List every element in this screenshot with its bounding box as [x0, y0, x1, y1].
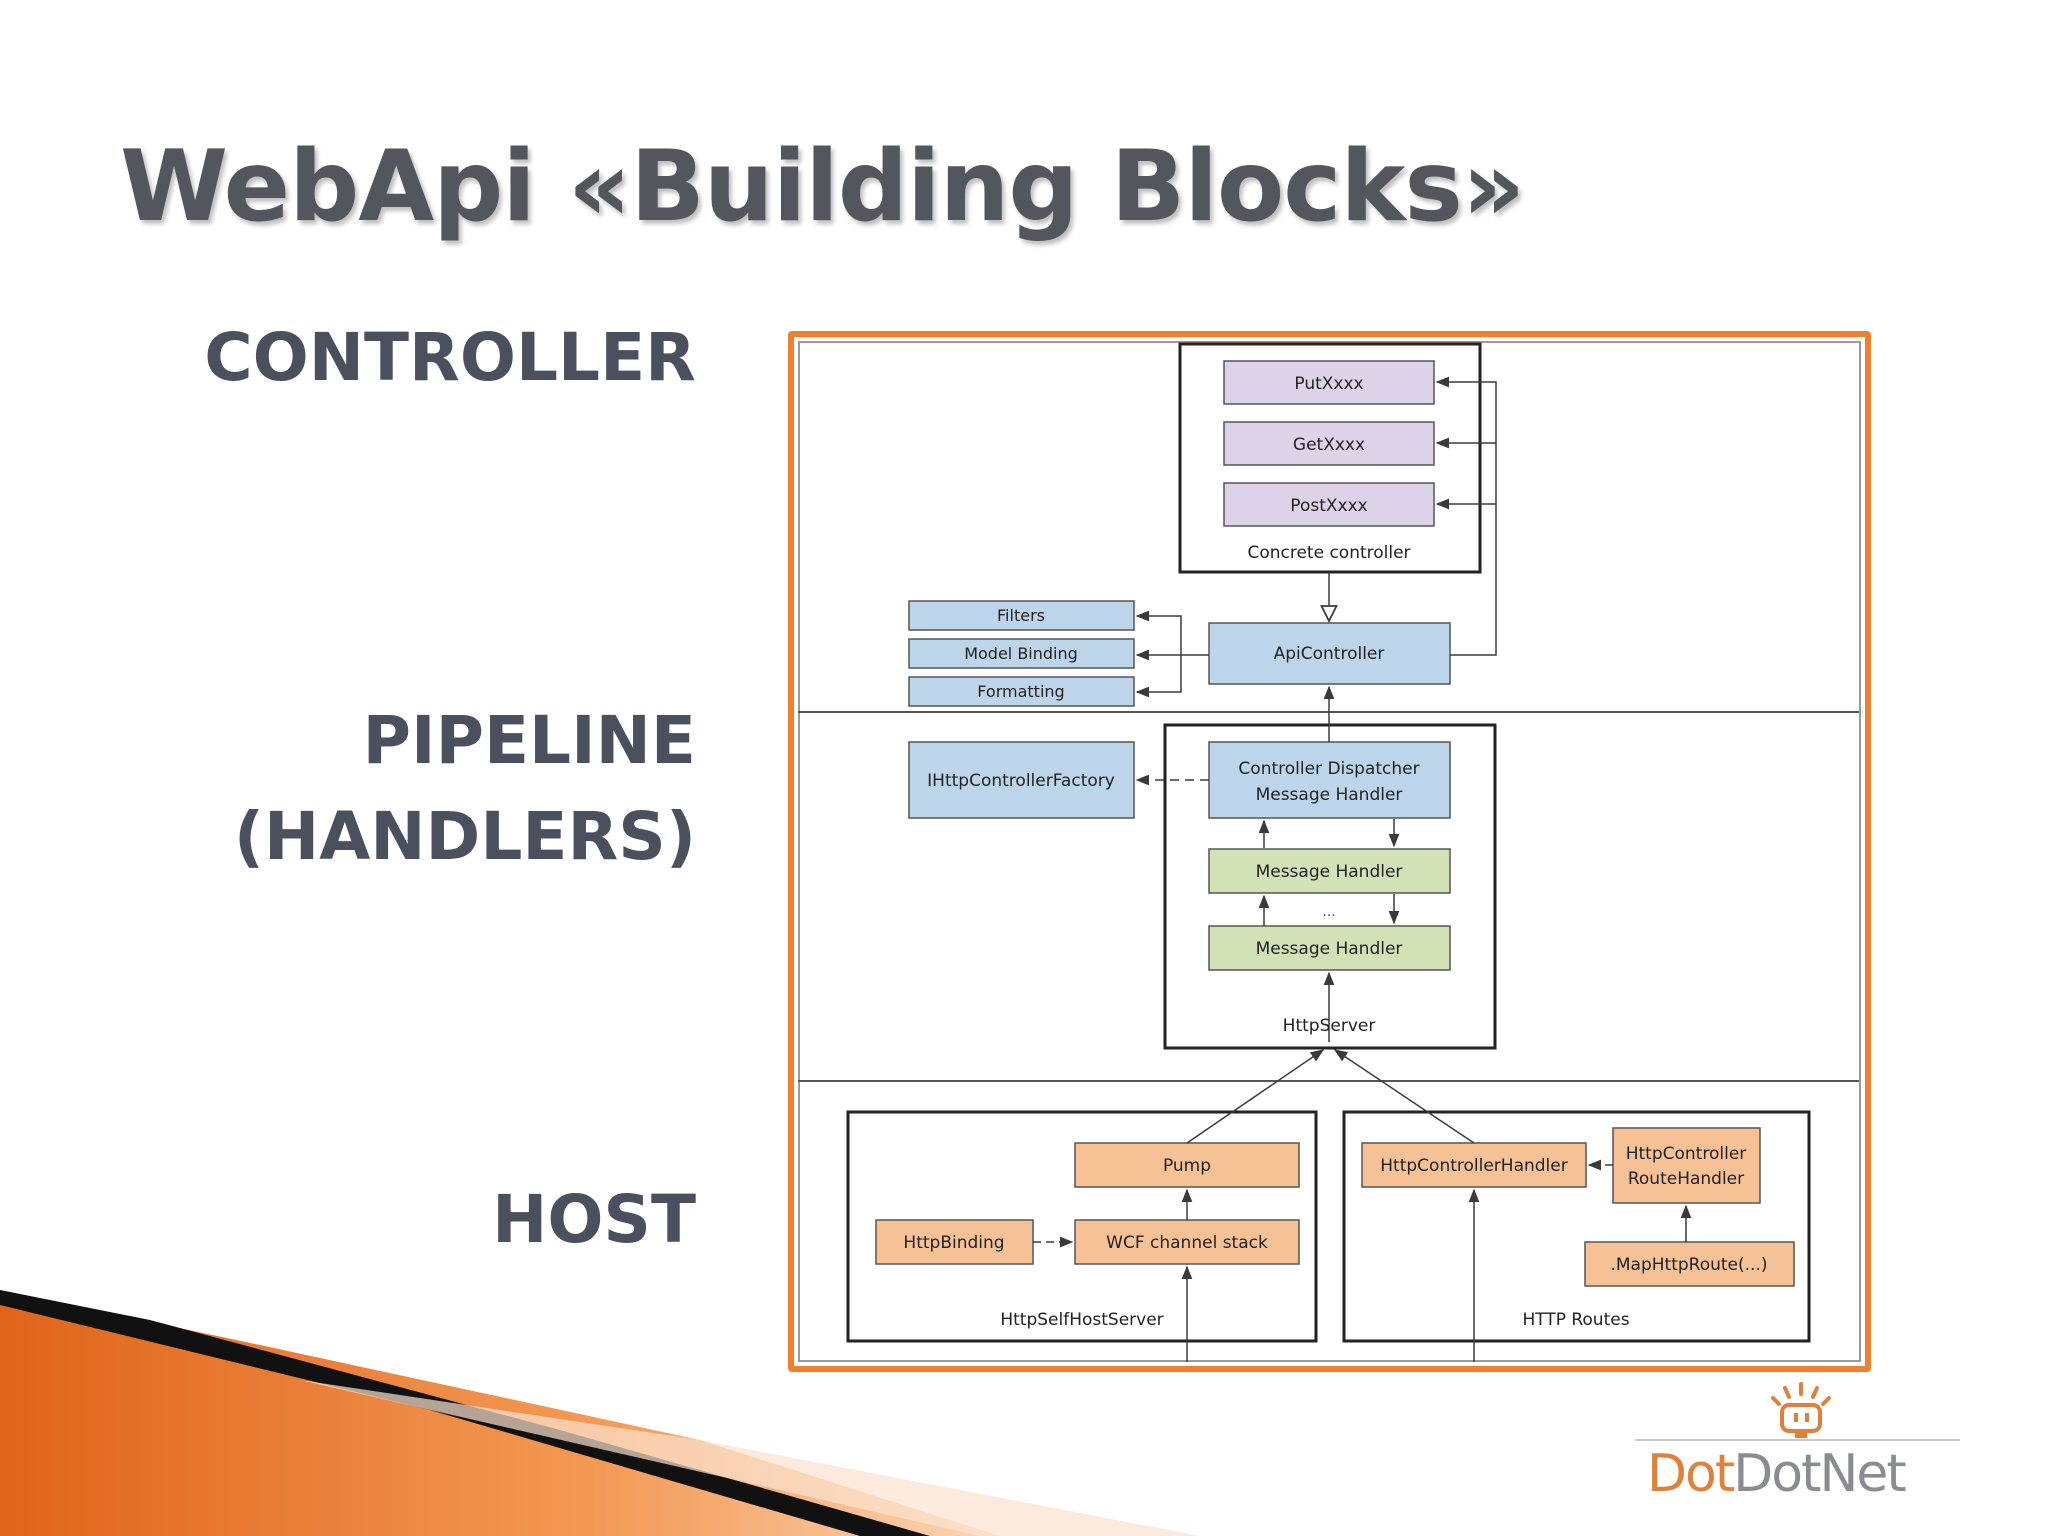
diagram-frame: PutXxxx GetXxxx PostXxxx Concrete contro… [788, 331, 1871, 1372]
arrow-to-put [1435, 376, 1497, 656]
architecture-diagram: PutXxxx GetXxxx PostXxxx Concrete contro… [798, 342, 1859, 1362]
svg-text:Controller Dispatcher: Controller Dispatcher [1238, 759, 1419, 779]
svg-text:IHttpControllerFactory: IHttpControllerFactory [927, 771, 1115, 791]
logo-text-dotnet: DotNet [1733, 1444, 1907, 1504]
svg-text:WCF channel stack: WCF channel stack [1106, 1233, 1268, 1253]
concrete-controller-box [1178, 342, 1482, 574]
message-handler-bottom: Message Handler [1208, 925, 1451, 971]
service-formatting: Formatting [908, 676, 1135, 707]
logo-text: DotDotNet [1647, 1444, 1907, 1504]
httpselfhostserver-label: HttpSelfHostServer [1000, 1310, 1163, 1330]
svg-text:Message Handler: Message Handler [1256, 862, 1403, 882]
service-filters: Filters [908, 600, 1135, 631]
method-putxxxx: PutXxxx [1223, 360, 1435, 405]
svg-text:Formatting: Formatting [977, 682, 1064, 701]
http-routes-label: HTTP Routes [1522, 1310, 1629, 1330]
service-model-binding: Model Binding [908, 638, 1135, 669]
arrow-to-formatting [1135, 655, 1182, 698]
layer-label-pipeline-line2: (HANDLERS) [233, 798, 696, 875]
httpserver-label: HttpServer [1283, 1016, 1376, 1036]
svg-text:RouteHandler: RouteHandler [1628, 1169, 1744, 1189]
httpcontroller-routehandler-box: HttpController RouteHandler [1612, 1127, 1761, 1204]
svg-text:HttpControllerHandler: HttpControllerHandler [1380, 1156, 1567, 1176]
svg-text:Message Handler: Message Handler [1256, 939, 1403, 959]
svg-text:Filters: Filters [997, 606, 1045, 625]
ihttpcontrollerfactory-box: IHttpControllerFactory [908, 741, 1135, 819]
method-getxxxx: GetXxxx [1223, 421, 1435, 466]
httpselfhostserver-box [846, 1110, 1318, 1343]
lightbulb-bot-icon [1635, 1382, 1960, 1441]
wcf-channel-stack-box: WCF channel stack [1074, 1219, 1300, 1265]
httpserver-box [1163, 723, 1497, 1050]
layer-label-controller: CONTROLLER [204, 319, 696, 396]
arrow-controllerhandler-to-httpserver [1333, 1049, 1475, 1144]
svg-text:ApiController: ApiController [1274, 644, 1385, 664]
svg-text:Model Binding: Model Binding [964, 644, 1078, 663]
pump-box: Pump [1074, 1142, 1300, 1188]
handler-ellipsis: ... [1322, 904, 1335, 920]
httpbinding-box: HttpBinding [875, 1219, 1034, 1265]
httpcontrollerhandler-box: HttpControllerHandler [1361, 1142, 1587, 1188]
diagram-inner-border [798, 341, 1861, 1362]
slide-title: WebApi «Building Blocks» [120, 130, 1525, 244]
method-postxxxx: PostXxxx [1223, 482, 1435, 527]
concrete-controller-label: Concrete controller [1247, 543, 1410, 563]
svg-text:Message Handler: Message Handler [1256, 785, 1403, 805]
svg-text:HttpController: HttpController [1626, 1144, 1747, 1164]
maphttproute-box: .MapHttpRoute(...) [1584, 1241, 1795, 1287]
apicontroller-box: ApiController [1208, 622, 1451, 685]
svg-text:.MapHttpRoute(...): .MapHttpRoute(...) [1610, 1255, 1767, 1275]
layer-label-pipeline: PIPELINE (HANDLERS) [234, 693, 696, 885]
svg-text:GetXxxx: GetXxxx [1293, 435, 1365, 455]
arrow-to-filters [1135, 610, 1182, 655]
svg-text:PutXxxx: PutXxxx [1294, 374, 1363, 394]
message-handler-top: Message Handler [1208, 848, 1451, 894]
logo-text-dot: Dot [1647, 1444, 1735, 1504]
controller-dispatcher-box: Controller Dispatcher Message Handler [1208, 741, 1451, 819]
layer-label-pipeline-line1: PIPELINE [362, 702, 696, 779]
http-routes-box [1342, 1110, 1811, 1343]
svg-text:PostXxxx: PostXxxx [1290, 496, 1367, 516]
layer-label-host: HOST [492, 1181, 696, 1258]
svg-text:Pump: Pump [1163, 1156, 1211, 1176]
arrow-pump-to-httpserver [1186, 1049, 1325, 1144]
svg-text:HttpBinding: HttpBinding [903, 1233, 1004, 1253]
dotdotnet-logo: DotDotNet [1625, 1380, 1970, 1520]
